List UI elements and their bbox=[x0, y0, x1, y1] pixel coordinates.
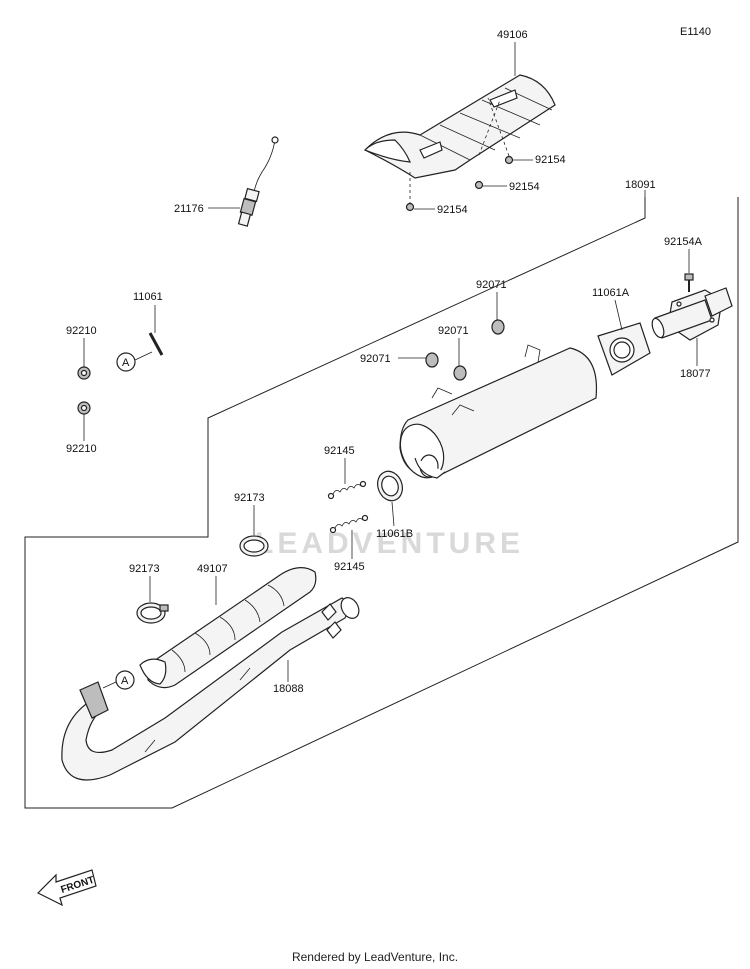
grommet-92071-top[interactable] bbox=[491, 319, 505, 335]
label-92071-top: 92071 bbox=[476, 279, 507, 291]
label-11061A: 11061A bbox=[592, 287, 630, 299]
label-92145-top: 92145 bbox=[324, 445, 355, 457]
gasket-11061[interactable] bbox=[148, 332, 164, 356]
callout-a-top-label: A bbox=[122, 357, 130, 369]
gasket-11061B[interactable] bbox=[374, 468, 407, 504]
heat-shield-49106[interactable] bbox=[363, 74, 556, 179]
gasket-11061A[interactable] bbox=[597, 322, 651, 376]
clamp-92173-upper[interactable] bbox=[239, 535, 269, 557]
callout-a-bottom bbox=[115, 670, 135, 690]
front-direction-arrow: FRONT bbox=[36, 869, 97, 907]
nut-92210-a[interactable] bbox=[77, 366, 91, 380]
label-92210-a: 92210 bbox=[66, 325, 97, 337]
label-92071-mid: 92071 bbox=[438, 325, 469, 337]
watermark: LEADVENTURE bbox=[255, 527, 524, 560]
label-92210-b: 92210 bbox=[66, 443, 97, 455]
exhaust-pipe-18088[interactable] bbox=[61, 594, 363, 781]
label-11061B: 11061B bbox=[376, 528, 413, 540]
callout-a-top bbox=[116, 352, 136, 372]
label-92154-c: 92154 bbox=[535, 154, 566, 166]
grommet-92071-left[interactable] bbox=[425, 352, 439, 368]
label-92154-a: 92154 bbox=[437, 204, 468, 216]
bolt-92154-c[interactable] bbox=[504, 155, 514, 165]
bolt-92154-a[interactable] bbox=[405, 202, 415, 212]
bolt-92154A[interactable] bbox=[684, 273, 694, 292]
label-92071-left: 92071 bbox=[360, 353, 391, 365]
bolt-92154-b[interactable] bbox=[474, 180, 484, 190]
label-49106: 49106 bbox=[497, 29, 528, 41]
label-92145-bottom: 92145 bbox=[334, 561, 365, 573]
spring-92145-bottom[interactable] bbox=[329, 514, 369, 534]
label-21176: 21176 bbox=[174, 203, 204, 215]
grommet-92071-mid[interactable] bbox=[453, 365, 467, 381]
heat-shield-49107[interactable] bbox=[139, 567, 317, 689]
label-92173-upper: 92173 bbox=[234, 492, 265, 504]
diagram-code: E1140 bbox=[680, 26, 711, 38]
label-49107: 49107 bbox=[197, 563, 228, 575]
tail-pipe-18077[interactable] bbox=[650, 287, 733, 341]
label-18088: 18088 bbox=[273, 683, 304, 695]
spring-92145-top[interactable] bbox=[327, 480, 367, 500]
label-92173-lower: 92173 bbox=[129, 563, 160, 575]
muffler-body[interactable] bbox=[392, 344, 598, 485]
label-11061: 11061 bbox=[133, 291, 163, 303]
clamp-92173-lower[interactable] bbox=[136, 602, 169, 624]
label-92154A: 92154A bbox=[664, 236, 703, 248]
footer-credit: Rendered by LeadVenture, Inc. bbox=[291, 950, 459, 964]
label-18077: 18077 bbox=[680, 368, 711, 380]
assembly-frame-18091 bbox=[24, 197, 739, 809]
nut-92210-b[interactable] bbox=[77, 401, 91, 415]
label-92154-b: 92154 bbox=[509, 181, 540, 193]
callout-a-bottom-label: A bbox=[121, 675, 129, 687]
label-18091: 18091 bbox=[625, 179, 656, 191]
oxygen-sensor-21176[interactable] bbox=[237, 136, 279, 227]
